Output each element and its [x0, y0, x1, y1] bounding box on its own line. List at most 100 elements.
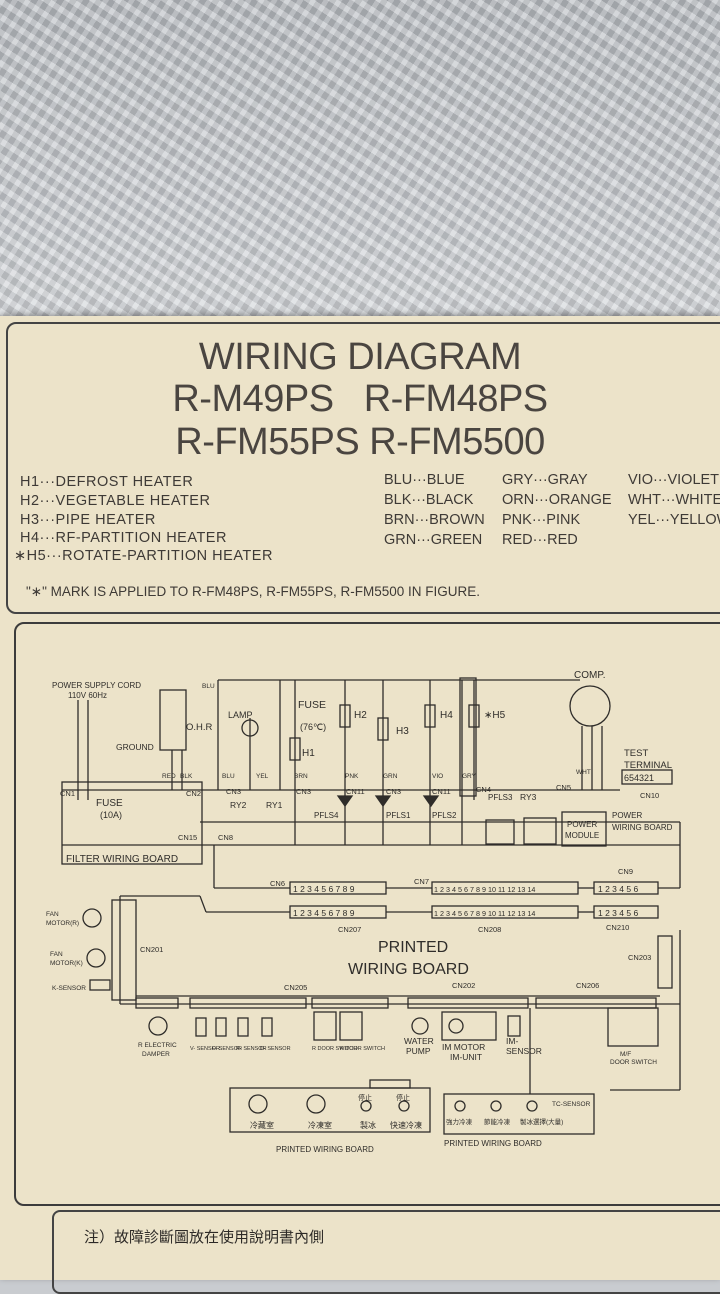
btn-power-freeze: 強力冷凍: [446, 1117, 473, 1126]
pfls2-label: PFLS2: [432, 811, 457, 820]
heater-legend-h4: H4···RF-PARTITION HEATER: [20, 530, 227, 546]
damper-label-1: R ELECTRIC: [138, 1042, 177, 1049]
test-terminal-label-1: TEST: [624, 748, 648, 759]
wire-wht: WHT: [576, 769, 591, 776]
cn3-label-1: CN3: [226, 787, 241, 796]
wiring-label-sticker: [0, 316, 720, 1280]
cn1-label: CN1: [60, 789, 75, 798]
fan-r-label-1: FAN: [46, 911, 59, 918]
footer-frame: [52, 1210, 720, 1294]
small-pcb-label-2: PRINTED WIRING BOARD: [444, 1139, 542, 1148]
color-code-brn: BRN···BROWN: [384, 512, 485, 528]
ry1-label: RY1: [266, 800, 283, 810]
power-board-label-2: WIRING BOARD: [612, 823, 673, 832]
fan-k-label-1: FAN: [50, 951, 63, 958]
color-code-orn: ORN···ORANGE: [502, 492, 612, 508]
power-board-label-1: POWER: [612, 811, 642, 820]
power-module-label-2: MODULE: [565, 831, 599, 840]
cn7-pins: 1 2 3 4 5 6 7 8 9 10 11 12 13 14: [434, 885, 535, 894]
cn206-label: CN206: [576, 981, 599, 990]
filter-board-outline: [61, 781, 203, 865]
color-code-yel: YEL···YELLOW: [628, 512, 720, 528]
v-sensor-label: V- SENSOR: [190, 1046, 220, 1052]
heater-legend-h5: ∗H5···ROTATE-PARTITION HEATER: [14, 548, 273, 564]
f-sensor-label: F- SENSOR: [212, 1046, 242, 1052]
im-motor-label-2: IM-UNIT: [450, 1052, 482, 1062]
header-frame: [6, 322, 720, 614]
cn6-label: CN6: [270, 879, 285, 888]
cn5-label: CN5: [556, 783, 571, 792]
k-door-switch-label: K DOOR SWITCH: [340, 1046, 385, 1052]
damper-label-2: DAMPER: [142, 1051, 170, 1058]
btn-ice: 製冰: [360, 1120, 376, 1130]
cn210-label: CN210: [606, 923, 629, 932]
im-sensor-label-1: IM-: [506, 1036, 518, 1046]
color-code-wht: WHT···WHITE: [628, 492, 720, 508]
cn205-label: CN205: [284, 983, 307, 992]
wire-brn: BRN: [294, 773, 308, 780]
pcb-label-1: PRINTED: [378, 939, 448, 956]
cn10-label: CN10: [640, 791, 659, 800]
h5-label: ∗H5: [484, 710, 506, 721]
ground-label: GROUND: [116, 742, 154, 752]
mf-door-label-2: DOOR SWITCH: [610, 1059, 657, 1066]
cn208-label: CN208: [478, 925, 501, 934]
model-line-1: R-M49PS R-FM48PS: [172, 378, 548, 420]
tc-sensor-label: TC-SENSOR: [552, 1101, 591, 1108]
cn207-pins: 1 2 3 4 5 6 7 8 9: [293, 908, 355, 918]
stop-label-1: 停止: [358, 1093, 372, 1102]
pfls1-label: PFLS1: [386, 811, 411, 820]
mf-door-label-1: M/F: [620, 1051, 631, 1058]
r-sensor-label: R- SENSOR: [236, 1046, 267, 1052]
heater-legend-h3: H3···PIPE HEATER: [20, 512, 156, 528]
cn202-label: CN202: [452, 981, 475, 990]
fuse-main-rating: (10A): [100, 810, 122, 820]
cn6-pins: 1 2 3 4 5 6 7 8 9: [293, 884, 355, 894]
fan-r-label-2: MOTOR(R): [46, 920, 79, 927]
h2-label: H2: [354, 710, 367, 721]
wire-vio: VIO: [432, 773, 443, 780]
ry2-label: RY2: [230, 800, 247, 810]
h1-label: H1: [302, 748, 315, 759]
stop-label-2: 停止: [396, 1093, 410, 1102]
cn201-label: CN201: [140, 945, 163, 954]
cn207-label: CN207: [338, 925, 361, 934]
color-code-blu: BLU···BLUE: [384, 472, 465, 488]
cn15-label: CN15: [178, 833, 197, 842]
wire-blu-top: BLU: [202, 683, 215, 690]
cn208-pins: 1 2 3 4 5 6 7 8 9 10 11 12 13 14: [434, 909, 535, 918]
comp-label: COMP.: [574, 670, 606, 681]
test-terminal-pins: 654321: [624, 773, 654, 783]
diagram-title: WIRING DIAGRAM: [198, 336, 522, 378]
pfls4-label: PFLS4: [314, 811, 339, 820]
footer-note: 注）故障診斷圖放在使用說明書內側: [84, 1229, 325, 1246]
btn-fridge: 冷藏室: [250, 1120, 274, 1130]
im-sensor-label-2: SENSOR: [506, 1046, 542, 1056]
cn11-label-1: CN11: [346, 787, 365, 796]
diagram-frame: [14, 622, 720, 1206]
btn-freezer: 冷凍室: [308, 1120, 332, 1130]
cn3-label-2: CN3: [296, 787, 311, 796]
color-code-gry: GRY···GRAY: [502, 472, 588, 488]
cn4-label: CN4: [476, 785, 491, 794]
h4-label: H4: [440, 710, 453, 721]
btn-quick-freeze: 快速冷凍: [390, 1120, 422, 1130]
wire-grn: GRN: [383, 773, 398, 780]
power-spec-label: 110V 60Hz: [68, 691, 107, 700]
wire-yel: YEL: [256, 773, 269, 780]
metal-panel-background: [0, 0, 720, 330]
cn2-label: CN2: [186, 789, 201, 798]
cn8-label: CN8: [218, 833, 233, 842]
ohr-label: O.H.R: [186, 722, 213, 733]
btn-ice-select: 製冰選擇(大量): [520, 1117, 563, 1126]
model-note: "∗" MARK IS APPLIED TO R-FM48PS, R-FM55P…: [26, 584, 480, 599]
wire-red: RED: [162, 773, 176, 780]
wire-pnk: PNK: [345, 773, 359, 780]
wire-gry: GRY: [462, 773, 477, 780]
filter-board-label: FILTER WIRING BOARD: [66, 854, 178, 865]
fan-k-label-2: MOTOR(K): [50, 960, 83, 967]
cn3-label-3: CN3: [386, 787, 401, 796]
color-code-red: RED···RED: [502, 532, 578, 548]
pfls3-label: PFLS3: [488, 793, 513, 802]
